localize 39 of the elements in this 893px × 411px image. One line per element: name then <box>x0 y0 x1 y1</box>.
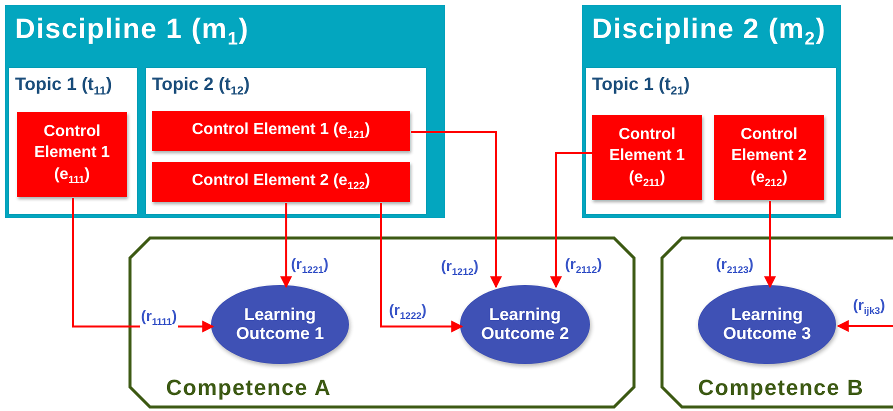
discipline-title: Discipline 2 (m$_{2}$) <box>592 13 826 50</box>
element-label: Control Element 2 (e$_{122}$) <box>192 170 370 194</box>
arrow <box>764 201 776 288</box>
competence-title: Competence B <box>698 375 864 401</box>
topic-title: Topic 1 (t$_{11}$) <box>15 74 112 98</box>
edge-label: (r$_{1111}$) <box>140 308 178 328</box>
edge-label: (r$_{2112}$) <box>564 256 603 276</box>
topic-panel <box>585 67 837 215</box>
topic-title: Topic 1 (t$_{21}$) <box>592 74 690 98</box>
element-label: Control Element 1 (e$_{121}$) <box>192 120 370 144</box>
edge-label: (r$_{1222}$) <box>388 302 428 322</box>
competence-octagon <box>660 236 893 409</box>
arrow <box>280 203 292 288</box>
edge-label: (r$_{1221}$) <box>290 256 330 276</box>
control-element-box <box>592 115 702 200</box>
topic-panel <box>145 67 427 215</box>
edge-label: (r$_{2123}$) <box>715 256 755 276</box>
outcome-label: Learning Outcome 2 <box>480 306 570 344</box>
arrow <box>836 320 893 332</box>
element-label: Control Element 2 (e$_{212}$) <box>730 124 808 192</box>
discipline-panel <box>582 5 841 218</box>
edge-label: (r$_{1212}$) <box>440 258 480 278</box>
outcome-label: Learning Outcome 3 <box>722 306 812 344</box>
edge-label: (r$_{ijk3}$) <box>852 297 886 317</box>
competence-title: Competence A <box>166 375 332 401</box>
arrow <box>380 203 464 332</box>
arrow <box>411 131 502 288</box>
control-element-box <box>152 162 410 202</box>
element-label: Control Element 1 (e$_{211}$) <box>608 124 686 192</box>
topic-panel <box>8 67 138 215</box>
topic-title: Topic 2 (t$_{12}$) <box>152 74 250 98</box>
element-label: Control Element 1 (e$_{111}$) <box>33 122 111 188</box>
control-element-box <box>17 112 127 197</box>
control-element-box <box>714 115 824 200</box>
arrow <box>550 152 593 288</box>
discipline-panel <box>5 5 445 218</box>
outcome-label: Learning Outcome 1 <box>235 306 325 344</box>
control-element-box <box>152 111 410 151</box>
discipline-title: Discipline 1 (m$_{1}$) <box>15 13 250 50</box>
